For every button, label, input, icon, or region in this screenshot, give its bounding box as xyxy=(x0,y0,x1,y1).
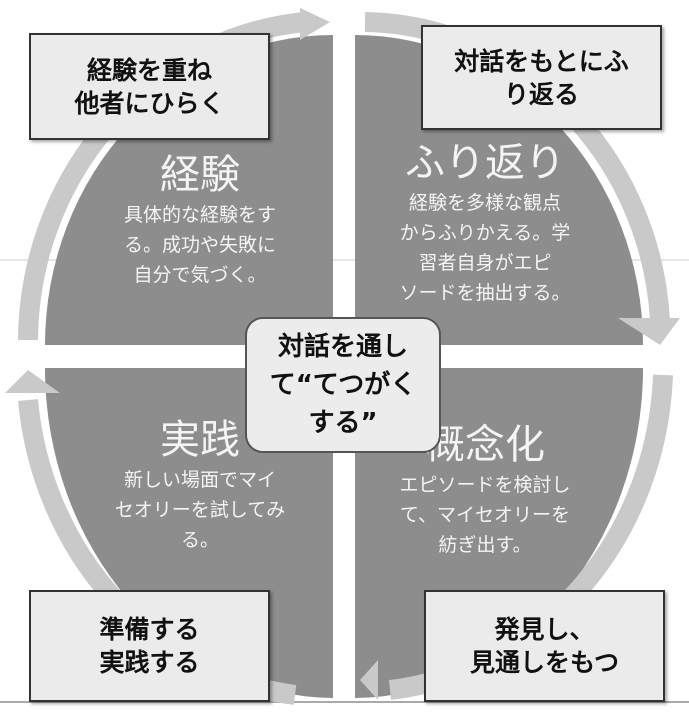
quadrant-title: 概念化 xyxy=(425,422,545,468)
box-practice: 準備する 実践する xyxy=(29,590,270,702)
box-reflection: 対話をもとにふ り返る xyxy=(421,25,662,130)
quadrant-title: 経験 xyxy=(160,152,240,198)
quadrant-reflection: ふり返り 経験を多様な観点 からふりかえる。学 習者自身がエピ ソードを抽出する… xyxy=(370,138,600,308)
quadrant-title: ふり返り xyxy=(405,140,565,186)
box-experience: 経験を重ね 他者にひらく xyxy=(29,33,270,140)
quadrant-practice: 実践 新しい場面でマイ セオリーを試してみ る。 xyxy=(90,415,310,555)
quadrant-description: 経験を多様な観点 からふりかえる。学 習者自身がエピ ソードを抽出する。 xyxy=(399,192,571,304)
box-conceptualization: 発見し、 見通しをもつ xyxy=(424,590,665,702)
arrowhead-practice xyxy=(5,370,60,393)
quadrant-title: 実践 xyxy=(160,417,240,463)
center-dialogue-box: 対話を通し て“てつがく する” xyxy=(245,317,441,453)
quadrant-description: 新しい場面でマイ セオリーを試してみ る。 xyxy=(114,469,286,551)
arrowhead-conceptualization xyxy=(360,660,378,700)
arrowhead-reflection xyxy=(618,318,680,345)
arrowhead-experience xyxy=(300,8,330,40)
quadrant-description: エピソードを検討し て、マイセオリーを 紡ぎ出す。 xyxy=(399,474,571,556)
quadrant-conceptualization: 概念化 エピソードを検討し て、マイセオリーを 紡ぎ出す。 xyxy=(370,420,600,560)
quadrant-description: 具体的な経験をす る。成功や失敗に 自分で気づく。 xyxy=(123,204,276,286)
quadrant-experience: 経験 具体的な経験をす る。成功や失敗に 自分で気づく。 xyxy=(90,150,310,290)
